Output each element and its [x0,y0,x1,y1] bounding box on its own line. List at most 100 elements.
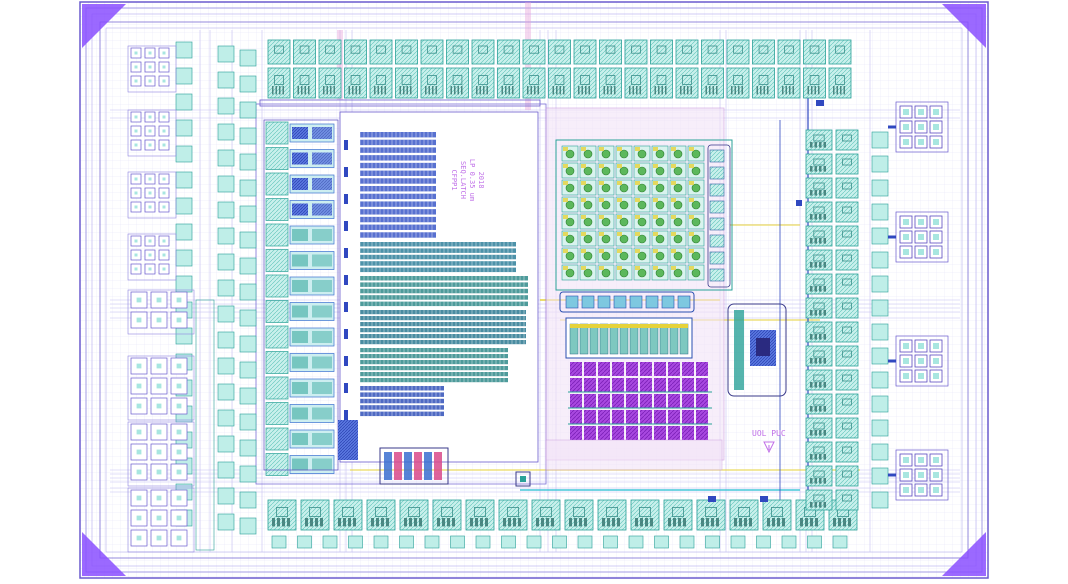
io-pad [835,465,859,487]
cap-unit [598,394,610,408]
io-cell [265,147,335,170]
io-pad [777,67,801,99]
test-pad-matrix [127,355,195,421]
io-pad [835,225,859,247]
adc-slice [649,323,659,355]
cap-unit [654,426,666,440]
small-analog-block [379,303,787,485]
pixel-cell [615,247,633,264]
left-pad [239,127,257,145]
via-stack [344,194,348,204]
cap-unit [598,426,610,440]
via-stack [344,221,348,231]
io-pad [805,273,833,295]
pixel-cell [579,196,597,213]
pixel-cell [615,179,633,196]
io-pad [663,499,693,531]
pixel-cell [561,264,579,281]
left-pad [239,439,257,457]
pixel-cell [615,264,633,281]
cap-unit [612,394,624,408]
io-pad [828,39,852,65]
cap-unit [696,410,708,424]
io-pad [318,67,342,99]
io-pad [267,499,297,531]
io-pad [805,153,833,175]
via [708,496,716,502]
cap-unit [584,394,596,408]
io-pad [599,67,622,99]
io-pad [599,39,622,65]
left-pad [217,123,235,141]
left-pad [239,517,257,535]
io-pad [624,67,648,99]
left-pad [239,49,257,67]
adc-slice [669,323,679,355]
bias-device [414,452,422,480]
column-amp [581,295,595,309]
adc-slice [629,323,639,355]
left-pad [239,387,257,405]
io-pad [344,67,367,99]
left-pad [217,227,235,245]
left-test-structures [127,45,195,553]
left-pad [239,361,257,379]
pixel-cell [651,264,669,281]
left-pad [217,175,235,193]
left-pad [217,149,235,167]
pixel-cell [651,247,669,264]
pixel-cell [561,213,579,230]
test-pad-matrix [127,171,177,219]
pixel-cell [633,264,651,281]
pixel-cell [687,264,705,281]
row-driver [709,200,725,214]
via-stack [344,410,348,420]
cap-unit [612,362,624,376]
io-pad [548,67,571,99]
io-pad [805,369,833,391]
left-pad [217,279,235,297]
io-pad [805,393,833,415]
bias-device [404,452,412,480]
pixel-cell [579,264,597,281]
pixel-cell [687,213,705,230]
pixel-cell [579,162,597,179]
buffer [338,420,358,460]
io-pad [573,67,597,99]
io-pad [293,39,316,65]
pixel-cell [651,145,669,162]
io-cell [265,172,335,196]
left-pad [239,205,257,223]
io-pad [805,225,833,247]
cap-unit [626,394,638,408]
io-pad [548,39,571,65]
left-pad [239,231,257,249]
via [816,100,824,106]
left-pad [175,67,193,85]
bottom-pad [756,535,771,549]
cap-unit [696,394,708,408]
io-pad [465,499,495,531]
io-pad [726,67,750,99]
io-cell [265,300,335,323]
pixel-cell [579,179,597,196]
io-pad [835,345,859,367]
pixel-cell [579,247,597,264]
digital-logic-block [338,111,539,463]
cap-unit [640,394,652,408]
pixel-cell [633,230,651,247]
logo-mark [763,441,775,454]
std-cell-rows [359,348,508,383]
io-pad [522,39,546,65]
cap-unit [626,426,638,440]
cap-unit [626,410,638,424]
io-pad [471,67,495,99]
io-pad [805,177,833,199]
via-stack [344,302,348,312]
pixel-cell [687,247,705,264]
adc-slice [619,323,629,355]
right-pad [871,443,889,461]
io-cell [265,274,335,298]
cap-unit [668,378,680,392]
